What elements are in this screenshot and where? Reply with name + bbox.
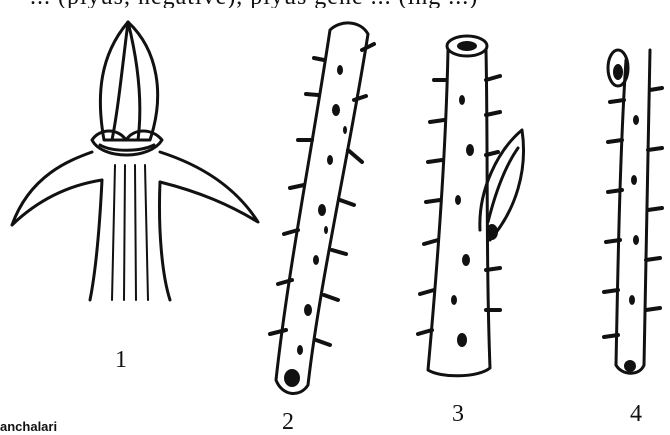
figure-3-stem-drawing: [418, 36, 524, 376]
caption-fragment: anchalari: [0, 420, 57, 433]
figure-label-2: 2: [282, 410, 294, 434]
figure-2-stem-drawing: [270, 23, 374, 394]
figure-label-4: 4: [630, 402, 642, 426]
figure-4-stem-drawing: [604, 50, 662, 373]
figure-label-3: 3: [452, 402, 464, 426]
figure-1-bud-drawing: [12, 22, 258, 300]
figure-label-1: 1: [115, 348, 127, 372]
